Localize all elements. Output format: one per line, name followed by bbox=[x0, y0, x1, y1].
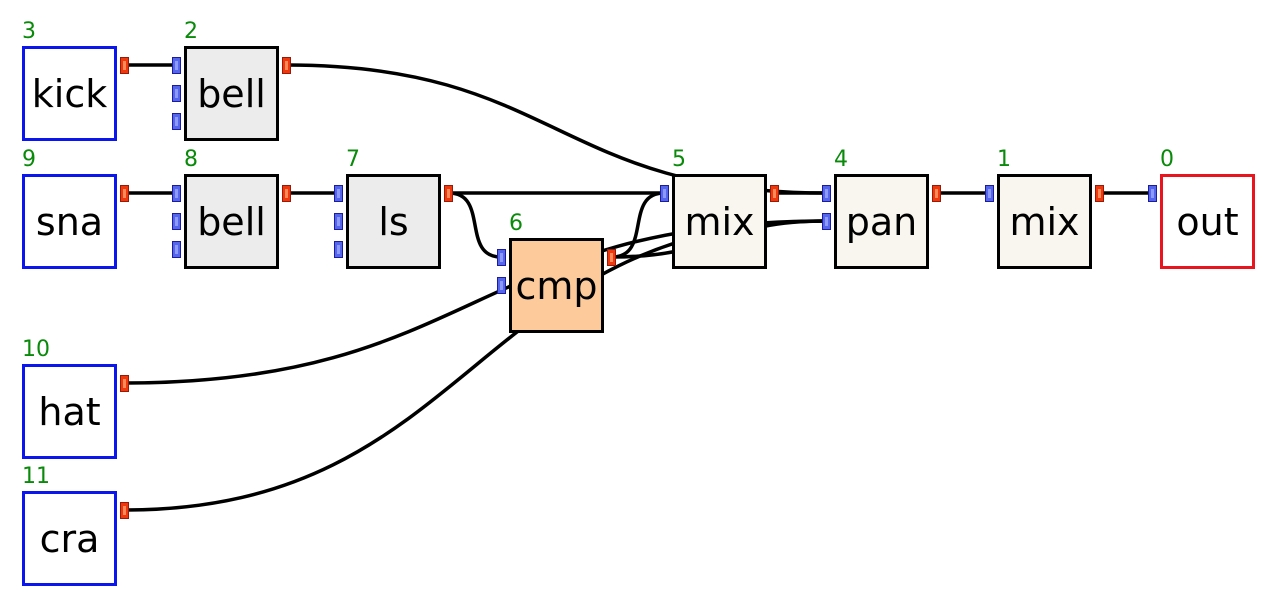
node-id-label: 9 bbox=[22, 147, 36, 172]
input-port[interactable] bbox=[985, 185, 994, 202]
node-label: cmp bbox=[515, 263, 598, 308]
node-id-label: 10 bbox=[22, 337, 50, 362]
node-5-mix[interactable]: mix bbox=[672, 174, 767, 269]
node-8-bell[interactable]: bell bbox=[184, 174, 279, 269]
node-0-out[interactable]: out bbox=[1160, 174, 1255, 269]
input-port[interactable] bbox=[334, 213, 343, 230]
node-6-cmp[interactable]: cmp bbox=[509, 238, 604, 333]
node-11-cra[interactable]: cra bbox=[22, 491, 117, 586]
node-1-mix[interactable]: mix bbox=[997, 174, 1092, 269]
input-port[interactable] bbox=[660, 185, 669, 202]
node-label: ls bbox=[378, 199, 409, 244]
node-id-label: 0 bbox=[1160, 147, 1174, 172]
node-id-label: 6 bbox=[509, 211, 523, 236]
node-7-ls[interactable]: ls bbox=[346, 174, 441, 269]
input-port[interactable] bbox=[172, 213, 181, 230]
input-port[interactable] bbox=[334, 241, 343, 258]
node-label: bell bbox=[197, 199, 266, 244]
input-port[interactable] bbox=[497, 249, 506, 266]
output-port[interactable] bbox=[282, 185, 291, 202]
node-label: cra bbox=[39, 516, 100, 561]
output-port[interactable] bbox=[1095, 185, 1104, 202]
node-label: mix bbox=[1009, 199, 1080, 244]
node-3-kick[interactable]: kick bbox=[22, 46, 117, 141]
node-label: kick bbox=[31, 71, 108, 116]
output-port[interactable] bbox=[932, 185, 941, 202]
node-id-label: 7 bbox=[346, 147, 360, 172]
output-port[interactable] bbox=[770, 185, 779, 202]
input-port[interactable] bbox=[1148, 185, 1157, 202]
input-port[interactable] bbox=[172, 185, 181, 202]
output-port[interactable] bbox=[120, 185, 129, 202]
node-label: mix bbox=[684, 199, 755, 244]
node-id-label: 4 bbox=[834, 147, 848, 172]
input-port[interactable] bbox=[497, 277, 506, 294]
node-9-sna[interactable]: sna bbox=[22, 174, 117, 269]
node-label: pan bbox=[845, 199, 918, 244]
input-port[interactable] bbox=[822, 213, 831, 230]
node-2-bell[interactable]: bell bbox=[184, 46, 279, 141]
input-port[interactable] bbox=[172, 85, 181, 102]
node-id-label: 5 bbox=[672, 147, 686, 172]
output-port[interactable] bbox=[120, 57, 129, 74]
node-label: bell bbox=[197, 71, 266, 116]
input-port[interactable] bbox=[172, 113, 181, 130]
input-port[interactable] bbox=[172, 241, 181, 258]
input-port[interactable] bbox=[172, 57, 181, 74]
node-id-label: 2 bbox=[184, 19, 198, 44]
node-id-label: 3 bbox=[22, 19, 36, 44]
output-port[interactable] bbox=[282, 57, 291, 74]
node-10-hat[interactable]: hat bbox=[22, 364, 117, 459]
wire-7-to-6[interactable] bbox=[448, 191, 502, 259]
input-port[interactable] bbox=[822, 185, 831, 202]
node-id-label: 1 bbox=[997, 147, 1011, 172]
input-port[interactable] bbox=[334, 185, 343, 202]
node-label: hat bbox=[38, 389, 101, 434]
output-port[interactable] bbox=[120, 375, 129, 392]
node-id-label: 11 bbox=[22, 464, 50, 489]
output-port[interactable] bbox=[444, 185, 453, 202]
node-label: sna bbox=[35, 199, 104, 244]
output-port[interactable] bbox=[120, 502, 129, 519]
wire-6-to-5[interactable] bbox=[611, 191, 665, 259]
node-id-label: 8 bbox=[184, 147, 198, 172]
node-label: out bbox=[1176, 199, 1239, 244]
output-port[interactable] bbox=[607, 249, 616, 266]
node-4-pan[interactable]: pan bbox=[834, 174, 929, 269]
